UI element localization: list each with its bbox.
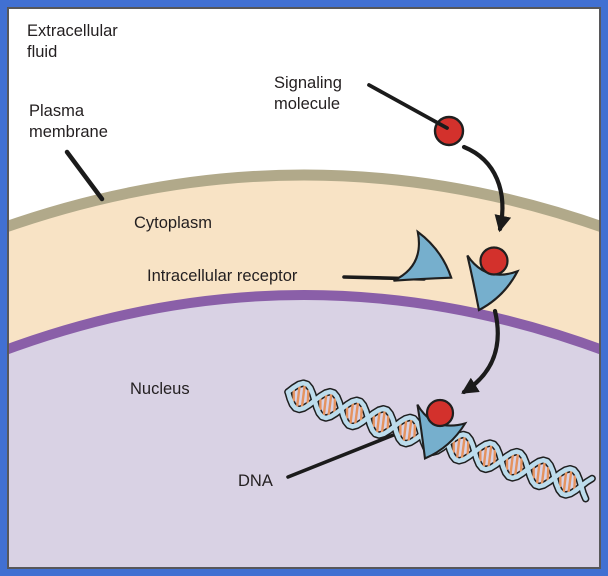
dna-base-pair-rung — [349, 400, 355, 425]
membrane-entry-arrow — [461, 144, 512, 233]
dna-base-pair-rung — [567, 470, 573, 495]
dna-base-pair-rung — [482, 443, 488, 467]
label-cytoplasm: Cytoplasm — [134, 214, 212, 232]
dna-base-pair-rung — [300, 384, 306, 409]
nucleus-entry-arrow — [461, 308, 500, 395]
dna-base-pair-rung — [296, 383, 301, 407]
dna-base-pair-rung — [456, 435, 461, 459]
dna-pointer-line — [286, 432, 398, 479]
nucleus-region — [0, 295, 608, 576]
label-plasma-membrane-line1: Plasma — [29, 102, 85, 120]
dna-base-pair-rung — [509, 452, 515, 476]
dna-base-pair-rung — [407, 419, 413, 444]
dna-base-pair-rung — [327, 393, 333, 418]
plasma-membrane-band — [0, 169, 608, 235]
dna-base-pair-rung — [540, 462, 546, 486]
label-intracellular-receptor: Intracellular receptor — [147, 267, 298, 285]
dna-base-pair-rung — [562, 469, 568, 493]
dna-base-pair-rung — [354, 402, 360, 426]
label-dna: DNA — [238, 472, 273, 490]
dna-base-pair-rung — [513, 453, 520, 478]
label-extracellular-fluid-line1: Extracellular — [27, 22, 118, 40]
dna-base-pair-rung — [322, 392, 328, 416]
signaling-molecule-dot — [433, 115, 465, 147]
frame-inner-border — [7, 7, 601, 569]
label-extracellular-fluid-line2: fluid — [27, 43, 58, 61]
label-signaling-molecule-line1: Signaling — [274, 74, 342, 92]
dna-base-pair-rung — [460, 436, 466, 461]
label-signaling-molecule: Signaling molecule — [274, 73, 342, 115]
signaling-molecule-pointer-line — [367, 83, 449, 130]
dna-base-pair-rung — [376, 409, 381, 433]
label-plasma-membrane-line2: membrane — [29, 123, 108, 141]
label-plasma-membrane: Plasma membrane — [29, 101, 108, 143]
signaling-molecule-nucleus-dot — [425, 398, 455, 428]
dna-base-pair-rung — [487, 444, 493, 469]
label-extracellular-fluid: Extracellular fluid — [27, 21, 118, 63]
label-signaling-molecule-line2: molecule — [274, 95, 341, 113]
nuclear-envelope-band — [0, 290, 608, 357]
dna-base-pair-rung — [380, 410, 386, 435]
signaling-molecule-bound-dot — [479, 246, 509, 276]
plasma-membrane-pointer-line — [64, 149, 105, 202]
dna-base-pair-rung — [535, 460, 541, 484]
dna-base-pair-rung — [402, 418, 408, 442]
label-nucleus: Nucleus — [130, 380, 190, 398]
